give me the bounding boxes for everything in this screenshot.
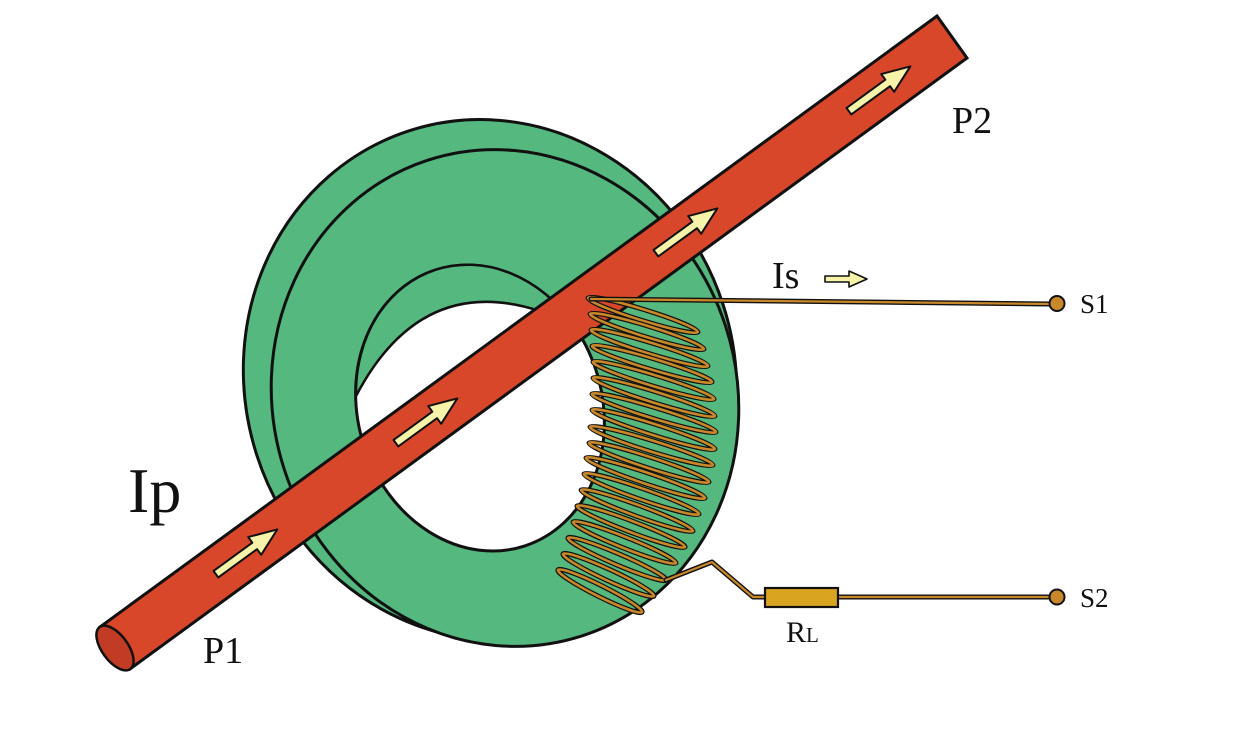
labels: Ip P1 P2 Is S1 S2 RL — [128, 100, 1109, 672]
primary-current-arrows — [212, 65, 912, 579]
winding-turn — [583, 454, 708, 502]
lead-wire-s1 — [589, 297, 1052, 306]
winding-turn — [555, 566, 645, 616]
load-resistor-symbol: R — [786, 616, 806, 649]
current-direction-arrow-icon — [845, 65, 912, 116]
winding-turn — [589, 406, 718, 453]
winding-turn — [570, 518, 679, 567]
primary-conductor — [95, 13, 970, 672]
secondary-current-label: Is — [772, 255, 799, 297]
winding-turn — [589, 390, 719, 436]
current-direction-arrow-icon — [392, 397, 459, 448]
secondary-current-arrow-icon — [824, 270, 868, 288]
primary-terminal-p2-label: P2 — [952, 100, 992, 142]
terminal-s1-label: S1 — [1080, 289, 1109, 319]
terminals — [1048, 295, 1066, 606]
primary-current-label: Ip — [128, 455, 181, 526]
secondary-lead-s1 — [588, 296, 1053, 307]
terminal-s1-dot — [1048, 295, 1066, 312]
winding-turn — [581, 470, 702, 518]
winding-turn — [578, 486, 696, 535]
primary-terminal-p1-label: P1 — [203, 630, 243, 672]
terminal-s2-dot — [1048, 588, 1066, 606]
lead-wire-s2 — [664, 560, 1050, 599]
winding-turn — [590, 358, 717, 403]
winding-turn — [587, 310, 707, 353]
secondary-winding — [555, 294, 719, 616]
current-direction-arrow-icon — [212, 528, 279, 579]
winding-turn — [560, 550, 657, 600]
load-resistor-body — [763, 586, 840, 609]
current-direction-arrow-icon — [652, 207, 719, 258]
winding-turn — [588, 326, 711, 370]
winding-turn — [574, 502, 688, 551]
secondary-lead-s2 — [663, 559, 1051, 609]
lead-wire-s2-outline — [663, 559, 1051, 600]
terminal-s2-label: S2 — [1080, 583, 1109, 613]
winding-turn — [590, 374, 718, 420]
winding-turn — [589, 342, 715, 386]
winding-turn — [585, 294, 701, 336]
load-resistor-label: RL — [786, 616, 819, 649]
winding-turn — [587, 423, 716, 469]
core-hole-inner-wall — [354, 263, 578, 397]
primary-conductor-end-cap — [95, 624, 135, 672]
load-resistor-subscript: L — [806, 623, 819, 647]
winding-turn — [586, 439, 712, 486]
